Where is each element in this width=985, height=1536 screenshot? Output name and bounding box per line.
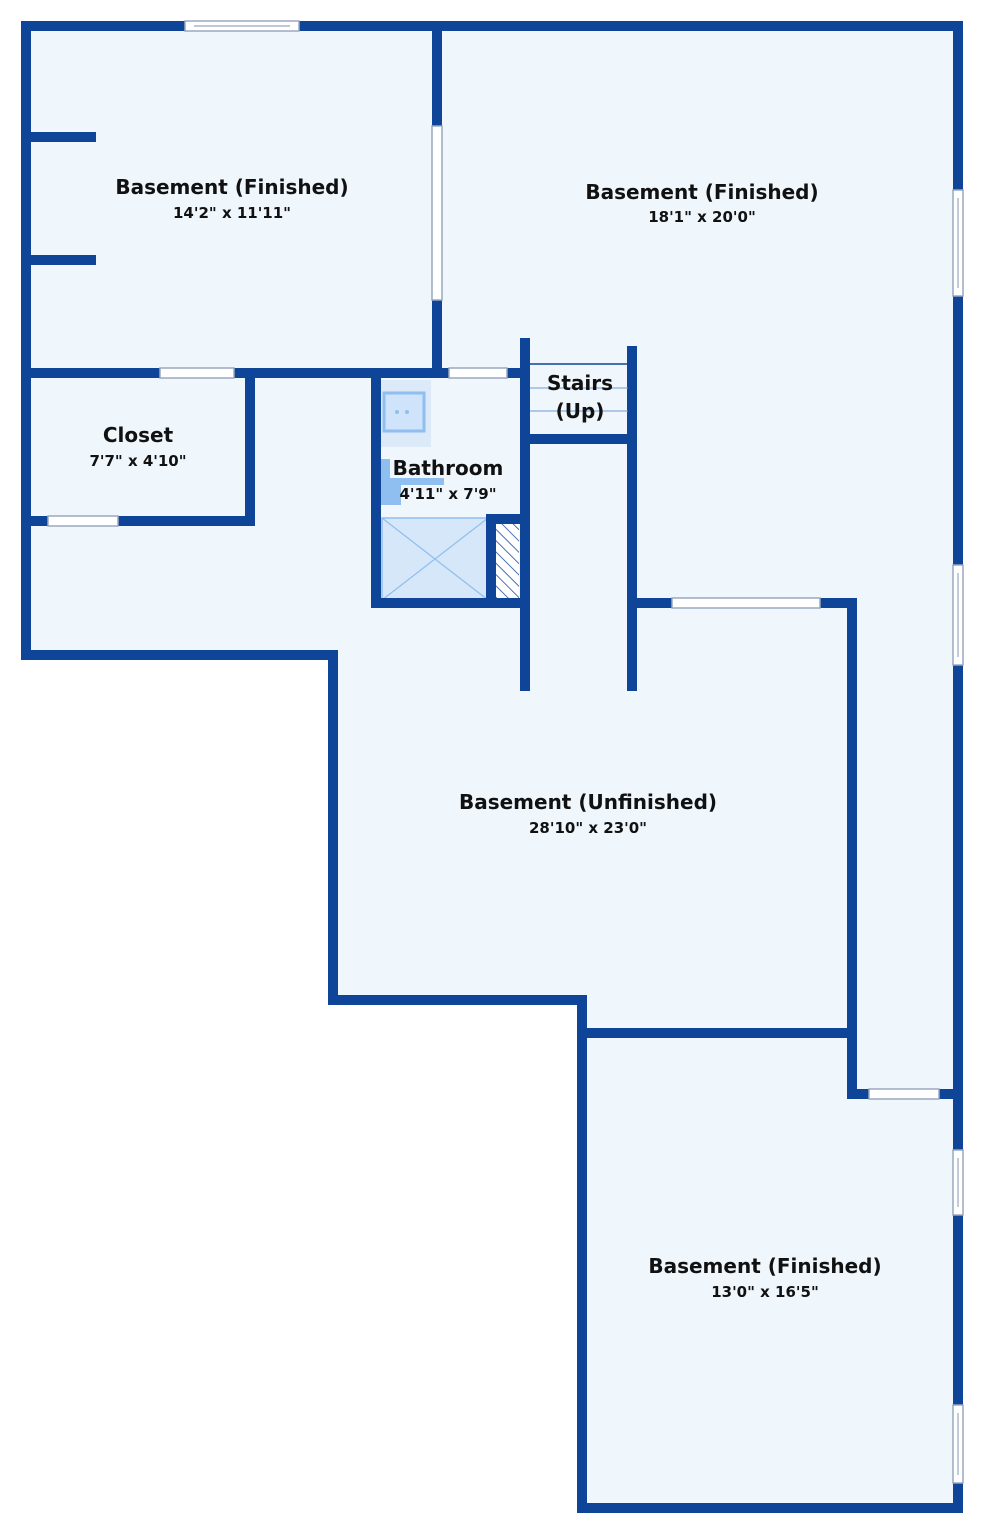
room-name: Stairs: [547, 371, 613, 395]
window-right-2: [952, 564, 964, 666]
room-label-bathroom: Bathroom 4'11" x 7'9": [393, 456, 504, 503]
window-top: [184, 20, 300, 32]
room-name: Bathroom: [393, 456, 504, 480]
room-name: Basement (Finished): [585, 180, 818, 204]
room-dimensions: 14'2" x 11'11": [173, 204, 291, 222]
room-dimensions: 13'0" x 16'5": [711, 1283, 819, 1301]
room-label-basement-bottom-right: Basement (Finished) 13'0" x 16'5": [648, 1254, 881, 1301]
room-name: Basement (Unfinished): [459, 790, 717, 814]
toilet-icon: [381, 459, 444, 505]
room-label-closet: Closet 7'7" x 4'10": [89, 423, 186, 470]
window-right-4: [952, 1404, 964, 1484]
sink-icon: [382, 391, 426, 433]
room-label-basement-unfinished: Basement (Unfinished) 28'10" x 23'0": [459, 790, 717, 837]
floor-area: [26, 26, 958, 1508]
room-name: Basement (Finished): [115, 175, 348, 199]
room-label-stairs: Stairs (Up): [547, 371, 613, 423]
doorway-closet-bottom: [47, 515, 119, 527]
room-dimensions: 4'11" x 7'9": [399, 485, 496, 503]
window-right-3: [952, 1149, 964, 1216]
doorway-top-divider: [431, 125, 443, 301]
stairs-icon: [530, 363, 628, 412]
openings: [47, 20, 964, 1484]
room-label-basement-top-right: Basement (Finished) 18'1" x 20'0": [585, 180, 818, 226]
doorway-closet-top: [159, 367, 235, 379]
room-dimensions: 28'10" x 23'0": [529, 819, 647, 837]
room-dimensions: 18'1" x 20'0": [648, 208, 756, 226]
window-right-1: [952, 189, 964, 297]
room-name: Basement (Finished): [648, 1254, 881, 1278]
room-label-basement-top-left: Basement (Finished) 14'2" x 11'11": [115, 175, 348, 222]
doorway-bathroom-top: [448, 367, 508, 379]
room-direction: (Up): [556, 399, 605, 423]
room-dimensions: 7'7" x 4'10": [89, 452, 186, 470]
doorway-bottom-right: [868, 1088, 940, 1100]
room-name: Closet: [103, 423, 174, 447]
hatched-column: [494, 522, 519, 600]
bathroom-fixtures: [381, 380, 489, 601]
doorway-unfinished-top: [671, 597, 821, 609]
